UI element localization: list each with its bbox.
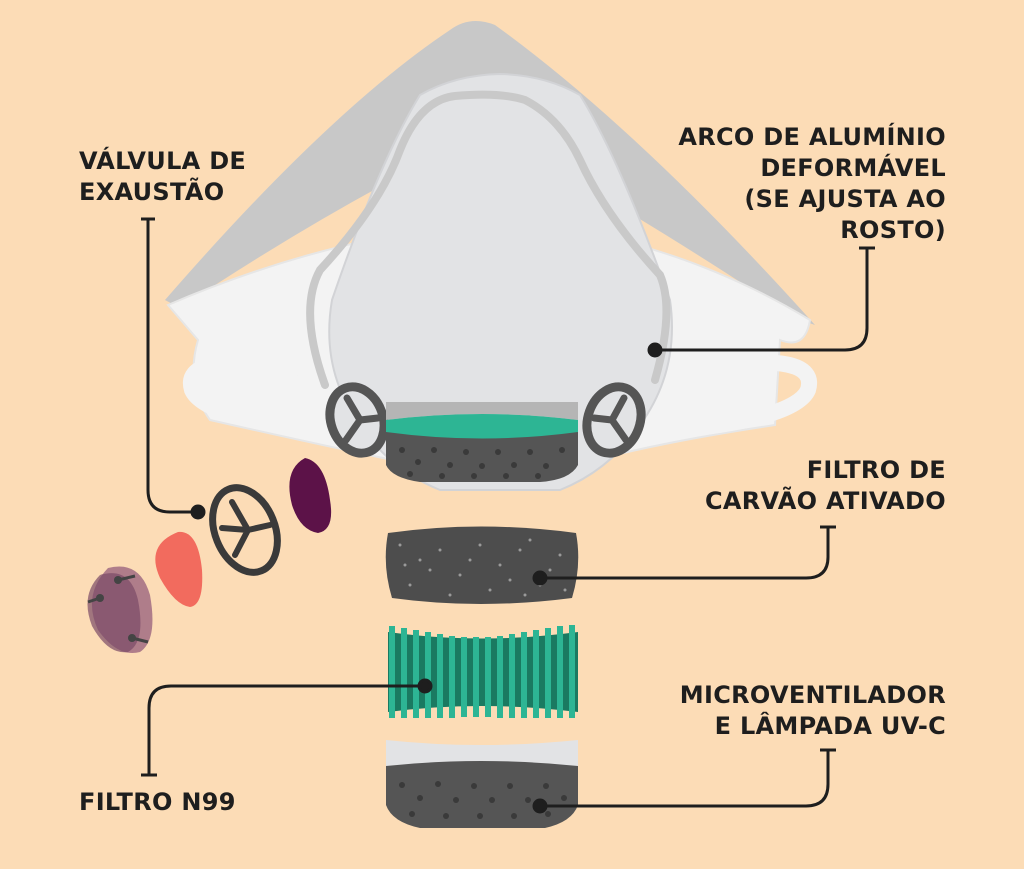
label-line: (SE AJUSTA AO [744, 185, 946, 213]
mask-left-valve [325, 382, 389, 458]
label-line: ARCO DE ALUMÍNIO [678, 123, 946, 151]
leader-fan [532, 748, 836, 814]
aluminium-arc [306, 90, 671, 389]
leader-n99 [141, 678, 433, 777]
label-line: ROSTO) [840, 216, 946, 244]
n99-filter [388, 625, 578, 718]
label-line: EXAUSTÃO [79, 178, 225, 206]
label-line: CARVÃO ATIVADO [704, 487, 946, 515]
carbon-filter-speckles [398, 538, 567, 597]
mask-cartridge-dots [399, 447, 565, 479]
label-exhaust-valve: VÁLVULA DE EXAUSTÃO [79, 146, 246, 208]
label-carbon-filter: FILTRO DE CARVÃO ATIVADO [705, 455, 946, 517]
label-aluminium-arc: ARCO DE ALUMÍNIO DEFORMÁVEL (SE AJUSTA A… [678, 122, 946, 246]
carbon-filter [385, 526, 579, 604]
valve-part-mauve [87, 566, 153, 654]
valve-part-coral [155, 531, 203, 607]
label-line: MICROVENTILADOR [679, 681, 946, 709]
exhaust-valve-large [209, 484, 281, 576]
label-line: VÁLVULA DE [79, 147, 247, 175]
label-line: FILTRO DE [806, 456, 946, 484]
left-strap [182, 354, 348, 440]
leader-arc [647, 246, 875, 358]
mask-cartridge-charcoal [386, 432, 578, 482]
label-line: E LÂMPADA UV-C [714, 712, 946, 740]
leader-valve [141, 217, 206, 520]
microfan-unit [386, 740, 578, 828]
mask-cartridge-teal [386, 414, 578, 442]
mask-right-valve [582, 382, 646, 458]
label-line: FILTRO N99 [79, 788, 236, 816]
valve-part-purple [289, 458, 332, 533]
label-line: DEFORMÁVEL [760, 154, 946, 182]
label-n99-filter: FILTRO N99 [79, 787, 236, 818]
right-strap [652, 354, 818, 440]
leader-carbon [532, 525, 836, 586]
label-microfan: MICROVENTILADOR E LÂMPADA UV-C [680, 680, 946, 742]
